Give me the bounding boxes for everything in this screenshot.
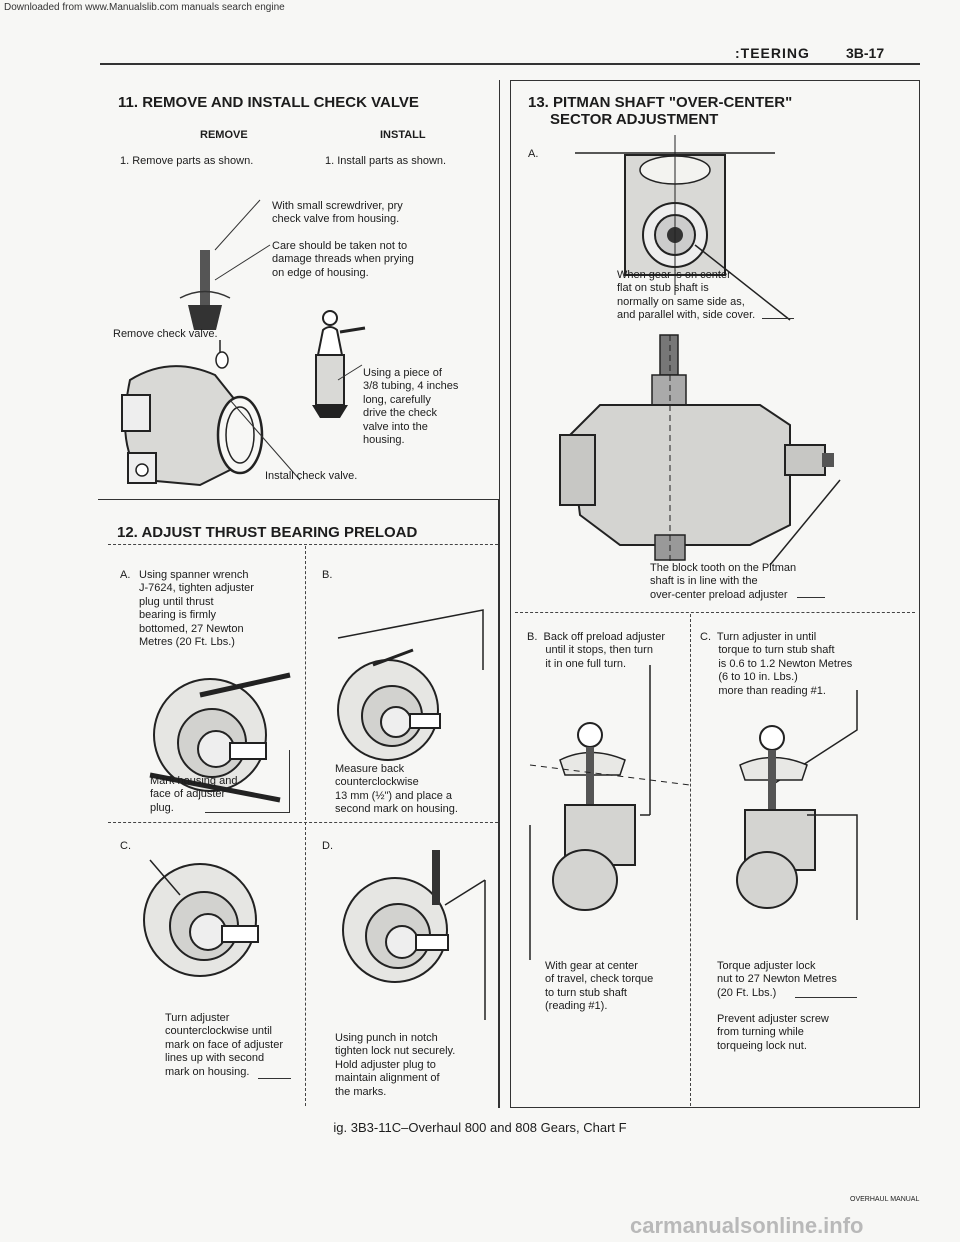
step-12c-pointer <box>258 1078 291 1079</box>
install-heading: INSTALL <box>380 129 426 141</box>
section-12-right-rule <box>498 500 500 1108</box>
manual-tag: OVERHAUL MANUAL <box>850 1196 920 1203</box>
note-care: Care should be taken not to damage threa… <box>272 240 414 279</box>
step-12c-label: C. <box>120 840 131 852</box>
spanner-wrench-illustration <box>149 672 291 803</box>
step-12c-note: Turn adjuster counterclockwise until mar… <box>165 1012 284 1078</box>
step-13c-text: C. Turn adjuster in until torque to turn… <box>700 631 853 697</box>
step-13b-text: B. Back off preload adjuster until it st… <box>527 631 665 670</box>
section-13-divider <box>515 612 915 613</box>
block-tooth-note: The block tooth on the Pitman shaft is i… <box>650 562 797 601</box>
section-13-title-line1: 13. PITMAN SHAFT "OVER-CENTER" <box>528 94 793 111</box>
download-notice: Downloaded from www.Manualslib.com manua… <box>4 2 285 13</box>
torque-gauge-c-illustration <box>736 690 858 920</box>
step-13a-note: When gear is on center flat on stub shaf… <box>617 269 756 322</box>
note-tubing: Using a piece of 3/8 tubing, 4 inches lo… <box>363 367 459 447</box>
steering-gear-illustration <box>559 334 841 566</box>
section-12-vertical-divider <box>305 546 306 1106</box>
figure-caption: ig. 3B3-11C–Overhaul 800 and 808 Gears, … <box>333 1120 627 1135</box>
step-13c-pointer <box>795 997 857 998</box>
stub-shaft-illustration <box>575 135 791 321</box>
step-13a-pointer <box>762 318 794 319</box>
step-12a-label: A. <box>120 569 131 581</box>
panel-section-11 <box>98 80 500 500</box>
section-13-title-line2: SECTOR ADJUSTMENT <box>550 111 719 128</box>
valve-housing-illustration <box>121 340 301 487</box>
step-12b-note: Measure back counterclockwise 13 mm (½")… <box>335 763 458 816</box>
section-12-top-divider <box>108 544 498 545</box>
step-12a-note: Mark housing and face of adjuster plug. <box>150 775 238 814</box>
punch-locknut-illustration <box>342 850 486 1020</box>
section-11-title: 11. REMOVE AND INSTALL CHECK VALVE <box>118 94 419 111</box>
step-12b-label: B. <box>322 569 333 581</box>
note-pry: With small screwdriver, pry check valve … <box>272 200 403 226</box>
step-12a-pointer <box>205 812 290 813</box>
tubing-illustration <box>312 310 366 418</box>
step-12d-note: Using punch in notch tighten lock nut se… <box>335 1032 456 1098</box>
page-number: 3B-17 <box>846 45 885 61</box>
remove-heading: REMOVE <box>200 129 248 141</box>
panel-section-13 <box>510 80 920 1108</box>
step-12a-text: Using spanner wrench J-7624, tighten adj… <box>139 569 254 649</box>
torque-gauge-b-illustration <box>529 665 691 960</box>
install-step: 1. Install parts as shown. <box>325 155 447 167</box>
step-12d-label: D. <box>322 840 333 852</box>
section-12-title: 12. ADJUST THRUST BEARING PRELOAD <box>117 524 418 541</box>
measure-illustration <box>337 609 484 761</box>
header-rule <box>100 63 920 65</box>
section-12-middle-divider <box>108 822 498 823</box>
step-13c-note-prevent: Prevent adjuster screw from turning whil… <box>717 1013 829 1052</box>
screwdriver-illustration <box>179 199 271 330</box>
label-remove-valve: Remove check valve. <box>113 328 218 340</box>
step-13b-note: With gear at center of travel, check tor… <box>545 960 654 1013</box>
label-install-valve: Install check valve. <box>265 470 358 482</box>
block-tooth-pointer <box>797 597 825 598</box>
step-13a-label: A. <box>528 148 539 160</box>
page-title: :TEERING <box>735 45 810 61</box>
section-13-vertical-divider <box>690 614 691 1106</box>
turn-adjuster-illustration <box>143 859 259 977</box>
remove-step: 1. Remove parts as shown. <box>120 155 254 167</box>
step-13c-note-torque: Torque adjuster lock nut to 27 Newton Me… <box>717 960 837 999</box>
watermark-text: carmanualsonline.info <box>630 1213 864 1238</box>
